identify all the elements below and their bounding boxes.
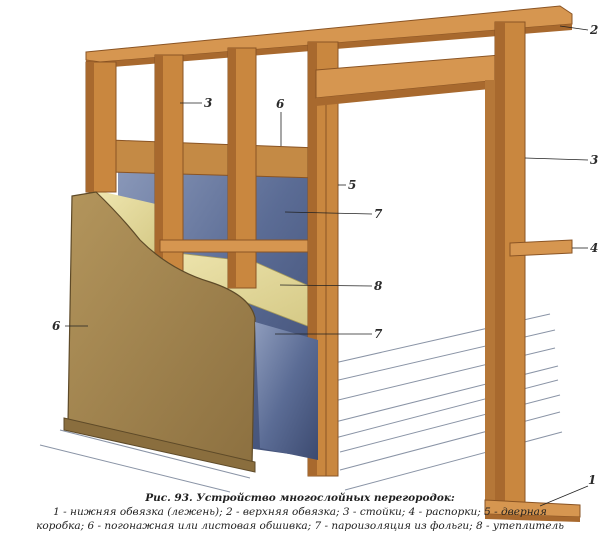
cladding-top-strip — [109, 139, 319, 179]
callout-cladding-top: 6 — [276, 97, 285, 111]
callout-foil-upper: 7 — [374, 207, 383, 221]
figure-caption: Рис. 93. Устройство многослойных перегор… — [0, 491, 600, 533]
foil-lower — [255, 322, 318, 460]
caption-title: Рис. 93. Устройство многослойных перегор… — [145, 492, 455, 504]
callout-stud-left: 3 — [204, 96, 212, 110]
callout-stud-right: 3 — [590, 153, 598, 167]
leader-lines — [65, 25, 589, 507]
callout-insulation: 8 — [374, 279, 383, 293]
door-header-face — [316, 80, 500, 106]
door-frame-post-side — [308, 42, 317, 476]
callout-top-plate: 2 — [589, 23, 598, 37]
stud-1-side — [155, 55, 163, 287]
caption-legend-line1: 1 - нижняя обвязка (лежень); 2 - верхняя… — [53, 506, 547, 518]
callout-door-frame: 5 — [348, 178, 356, 192]
stud-2-side — [228, 48, 236, 288]
callout-bottom-plate: 1 — [588, 473, 596, 487]
stud-right-inner — [485, 80, 495, 510]
cladding-base-strip — [63, 417, 256, 473]
cladding-board — [67, 191, 256, 467]
brace-left — [159, 239, 321, 253]
brace-stub — [509, 239, 573, 257]
stud-end-left-side — [86, 62, 94, 192]
bottom-plate-face — [485, 514, 580, 522]
stud-right-side — [495, 22, 505, 512]
caption-legend-line2: коробка; 6 - погонажная или листовая обш… — [36, 520, 564, 532]
callout-brace: 4 — [590, 241, 598, 255]
callout-cladding-left: 6 — [52, 319, 61, 333]
callout-foil-lower: 7 — [374, 327, 383, 341]
